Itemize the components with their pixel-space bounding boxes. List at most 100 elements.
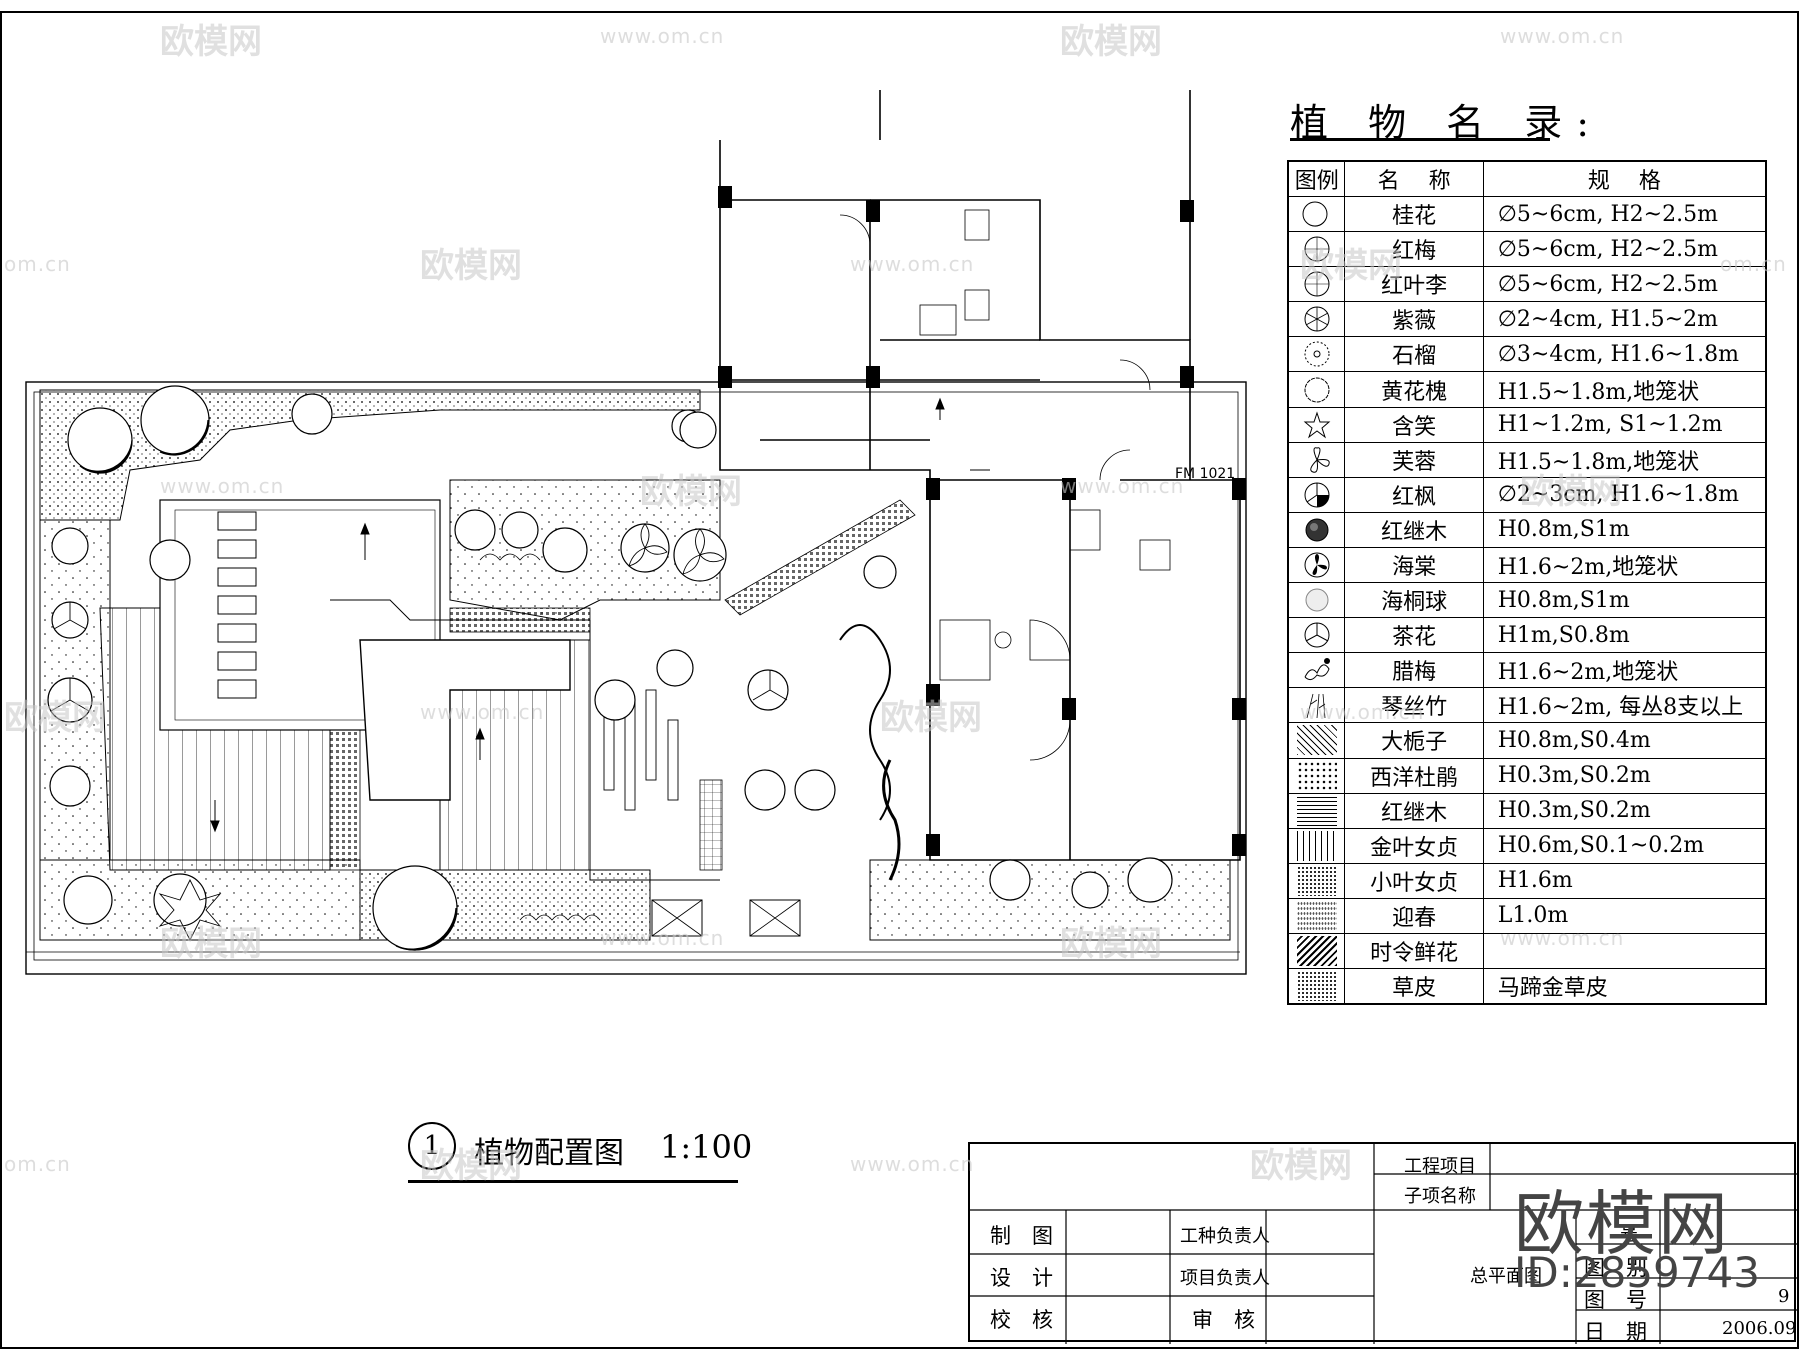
legend-row: 草皮马蹄金草皮 (1287, 968, 1767, 1005)
number-label: 号 (1620, 1224, 1638, 1245)
legend-title-underline (1290, 138, 1550, 141)
legend-symbol-cell (1287, 371, 1346, 408)
date-label: 日 期 (1584, 1320, 1647, 1344)
petal-tree-icon (1297, 550, 1337, 580)
hatch-e-swatch (1296, 865, 1337, 896)
watermark-url: www.om.cn (600, 926, 725, 950)
legend-plant-name: 迎春 (1344, 897, 1484, 934)
legend-plant-spec: ∅5~6cm, H2~2.5m (1482, 266, 1767, 303)
watermark-logo: 欧模网 (1300, 246, 1402, 286)
legend-plant-spec: H1.6~2m,地笼状 (1482, 546, 1767, 584)
watermark-logo: 欧模网 (1250, 1146, 1352, 1186)
subproject-label: 子项名称 (1404, 1186, 1476, 1207)
tree-circle-icon (1297, 234, 1337, 264)
legend-plant-spec: H1.6~2m, 每丛8支以上 (1482, 687, 1767, 724)
drawing-caption-title: 植物配置图 (474, 1136, 624, 1171)
legend-row: 紫薇∅2~4cm, H1.5~2m (1287, 301, 1767, 338)
legend-row: 红枫∅2~3cm, H1.6~1.8m (1287, 476, 1767, 513)
watermark-logo: 欧模网 (1060, 924, 1162, 964)
drawn-by-label: 制 图 (990, 1224, 1053, 1248)
hatch-a-swatch (1296, 725, 1337, 756)
watermark-logo: 欧模网 (420, 1146, 522, 1186)
legend-plant-name: 时令鲜花 (1344, 932, 1484, 970)
legend-symbol-cell (1287, 195, 1346, 233)
legend-plant-spec: H0.8m,S1m (1482, 511, 1767, 548)
legend-plant-name: 红梅 (1344, 231, 1484, 268)
legend-plant-name: 芙蓉 (1344, 441, 1484, 478)
watermark-url: www.om.cn (1060, 474, 1185, 498)
legend-header-name: 名 称 (1344, 160, 1484, 197)
review-label: 审 核 (1192, 1308, 1255, 1332)
legend-header-symbol: 图例 (1287, 160, 1346, 197)
caption-underline (408, 1180, 738, 1183)
legend-plant-name: 紫薇 (1344, 301, 1484, 338)
watermark-url: www.om.cn (600, 24, 725, 48)
legend-plant-name: 红叶李 (1344, 266, 1484, 303)
legend-plant-spec: 马蹄金草皮 (1482, 968, 1767, 1005)
watermark-url: www.om.cn (1500, 926, 1625, 950)
hatch-f-swatch (1296, 936, 1337, 967)
hatch-c-swatch (1296, 795, 1337, 826)
legend-plant-name: 黄花槐 (1344, 371, 1484, 408)
legend-plant-spec: H1.6m (1482, 862, 1767, 899)
legend-row: 桂花∅5~6cm, H2~2.5m (1287, 195, 1767, 233)
legend-row: 时令鲜花 (1287, 932, 1767, 970)
checked-by-label: 校 核 (990, 1308, 1053, 1332)
legend-plant-spec: ∅2~4cm, H1.5~2m (1482, 301, 1767, 338)
legend-plant-name: 西洋杜鹃 (1344, 757, 1484, 794)
watermark-logo: 欧模网 (160, 22, 262, 62)
legend-plant-spec: H1.5~1.8m,地笼状 (1482, 441, 1767, 478)
legend-symbol-cell (1287, 897, 1346, 934)
drawing-scale: 1:100 (660, 1128, 753, 1166)
legend-symbol-cell (1287, 757, 1346, 794)
watermark-url: www.om.cn (160, 474, 285, 498)
star-shrub-icon (1297, 410, 1337, 440)
ball-light-icon (1297, 585, 1337, 615)
tri-tree-icon (1297, 620, 1337, 650)
watermark-url: www.om.cn (1500, 24, 1625, 48)
watermark-logo: 欧模网 (420, 246, 522, 286)
legend-symbol-cell (1287, 968, 1346, 1005)
legend-plant-name: 琴丝竹 (1344, 687, 1484, 724)
watermark-url: www.om.cn (420, 700, 545, 724)
legend-symbol-cell (1287, 266, 1346, 303)
discipline-lead-label: 工种负责人 (1180, 1226, 1270, 1247)
legend-plant-name: 大栀子 (1344, 722, 1484, 759)
legend-plant-name: 红继木 (1344, 511, 1484, 548)
wintersweet-icon (1297, 655, 1337, 685)
watermark-logo: 欧模网 (1060, 22, 1162, 62)
watermark-url: www.om.cn (1300, 700, 1425, 724)
legend-plant-spec: ∅3~4cm, H1.6~1.8m (1482, 336, 1767, 373)
legend-plant-name: 海棠 (1344, 546, 1484, 584)
legend-plant-name: 石榴 (1344, 336, 1484, 373)
legend-plant-name: 红继木 (1344, 792, 1484, 829)
legend-symbol-cell (1287, 546, 1346, 584)
watermark-logo: 欧模网 (4, 698, 106, 738)
watermark-url-short: om.cn (1720, 252, 1787, 276)
legend-plant-name: 红枫 (1344, 476, 1484, 513)
hatch-b-swatch (1296, 760, 1337, 791)
legend-plant-spec: L1.0m (1482, 897, 1767, 934)
bamboo-icon (1297, 690, 1337, 720)
watermark-logo: 欧模网 (880, 698, 982, 738)
tree-circle-icon (1297, 269, 1337, 299)
legend-plant-spec: H0.8m,S1m (1482, 582, 1767, 619)
legend-symbol-cell (1287, 862, 1346, 899)
legend-plant-name: 茶花 (1344, 617, 1484, 654)
door-label: FM 1021 (1175, 466, 1235, 482)
tree-dotted-icon (1297, 339, 1337, 369)
legend-plant-spec: H0.6m,S0.1~0.2m (1482, 827, 1767, 864)
legend-row: 红叶李∅5~6cm, H2~2.5m (1287, 266, 1767, 303)
drawing-number-circle: 1 (408, 1122, 456, 1170)
legend-plant-spec (1482, 932, 1767, 970)
legend-symbol-cell (1287, 336, 1346, 373)
